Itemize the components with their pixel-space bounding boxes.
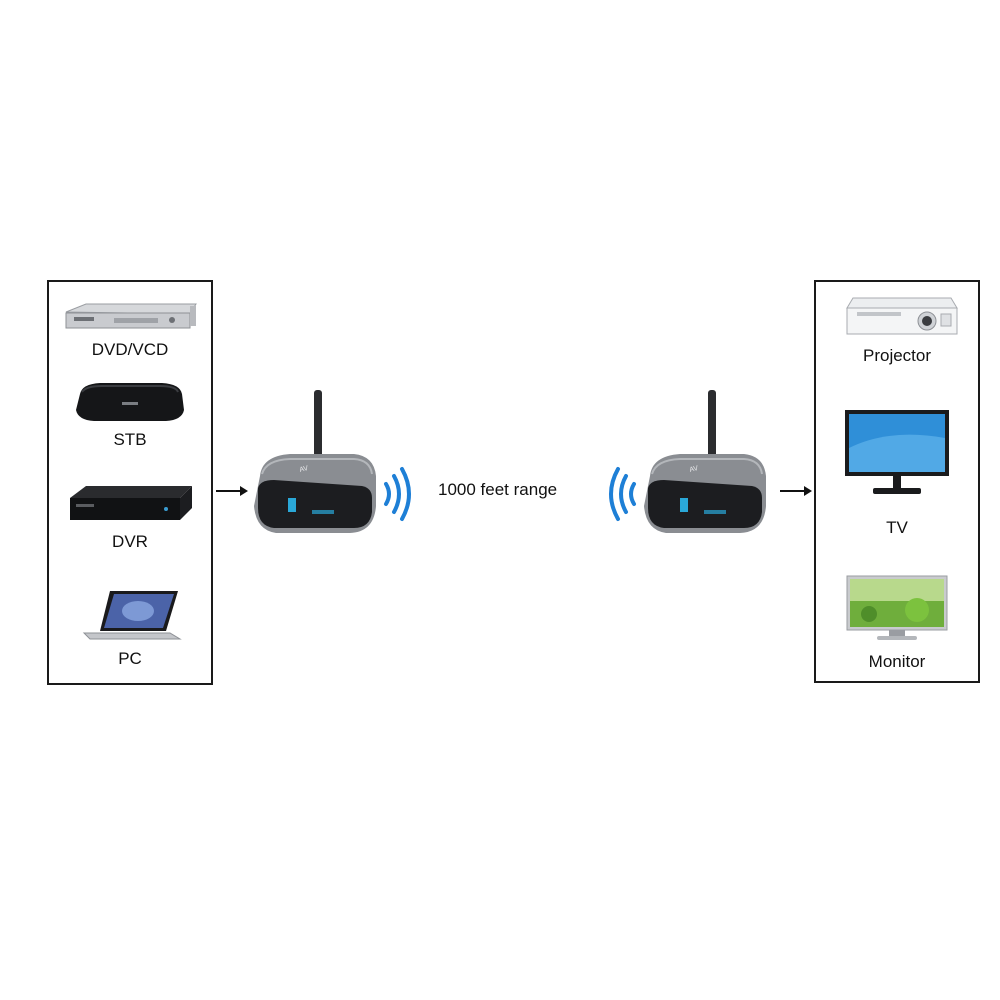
source-devices-panel: DVD/VCD STB DVR PC (47, 280, 213, 685)
source-label-stb: STB (113, 430, 147, 449)
set-top-box-icon (76, 383, 184, 421)
projector-icon (846, 297, 958, 335)
source-label-dvd: DVD/VCD (91, 340, 169, 359)
source-label-pc: PC (118, 649, 142, 668)
display-label-projector: Projector (862, 346, 932, 365)
source-stb: STB (49, 380, 211, 450)
sender-unit: AV (254, 390, 376, 533)
sender-wave-icon (384, 467, 411, 521)
display-label-tv: TV (886, 518, 908, 537)
source-label-dvr: DVR (112, 532, 148, 551)
receiver-unit: AV (644, 390, 766, 533)
display-devices-panel: Projector TV Monitor (814, 280, 980, 683)
source-to-sender-arrow (216, 486, 248, 496)
dvd-player-icon (65, 303, 197, 329)
display-tv: TV (816, 408, 978, 538)
laptop-icon (82, 591, 182, 640)
source-dvd: DVD/VCD (49, 300, 211, 360)
display-monitor: Monitor (816, 574, 978, 672)
svg-text:AV: AV (299, 465, 310, 474)
receiver-wave-icon (609, 467, 636, 521)
source-pc: PC (49, 587, 211, 669)
range-label: 1000 feet range (438, 480, 558, 499)
monitor-icon (846, 575, 948, 640)
display-projector: Projector (816, 294, 978, 366)
dvr-icon (70, 486, 192, 520)
tv-icon (845, 410, 949, 494)
source-dvr: DVR (49, 482, 211, 552)
receiver-to-display-arrow (780, 486, 812, 496)
display-label-monitor: Monitor (868, 652, 926, 671)
svg-text:AV: AV (689, 465, 700, 474)
